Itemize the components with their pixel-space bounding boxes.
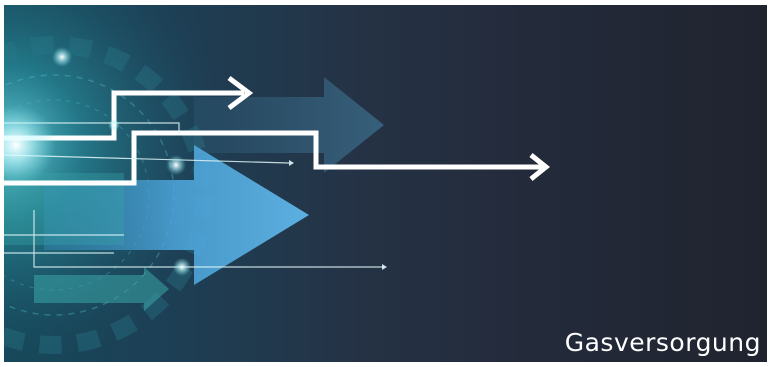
big-blue-arrow-shape [44,145,309,285]
light-spark [173,258,191,276]
small-teal-arrow-shape [34,267,169,311]
white-step-arrow-long [4,130,551,186]
light-spark [166,155,186,175]
light-spark [52,47,72,67]
banner-caption: Gasversorgung [564,328,761,357]
arrows-gear-graphic [4,5,767,362]
gasversorgung-banner[interactable]: Gasversorgung [4,5,767,362]
white-step-arrow-upper [4,76,254,141]
light-spark [4,105,56,185]
light-spark [108,119,120,131]
